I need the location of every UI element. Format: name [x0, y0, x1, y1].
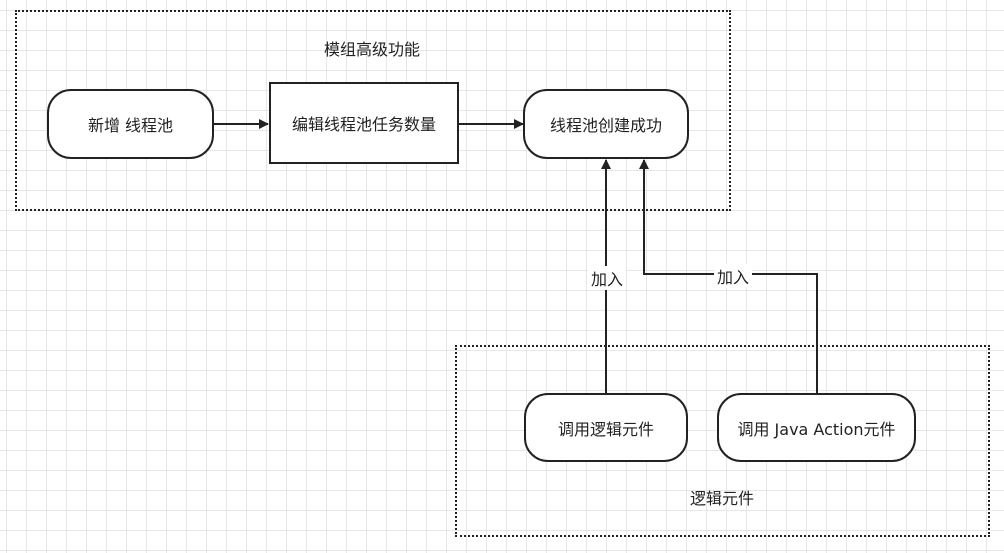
group-advanced-features [15, 10, 731, 211]
group-advanced-features-title: 模组高级功能 [323, 40, 421, 59]
node-pool-created-success[interactable]: 线程池创建成功 [523, 89, 689, 159]
group-logic-components [455, 345, 990, 537]
node-edit-pool-task-count[interactable]: 编辑线程池任务数量 [269, 82, 459, 164]
node-call-java-action-component[interactable]: 调用 Java Action元件 [717, 393, 916, 462]
node-call-logic-component[interactable]: 调用逻辑元件 [524, 393, 688, 462]
node-new-thread-pool[interactable]: 新增 线程池 [47, 89, 214, 159]
edge-label-join-left: 加入 [587, 266, 627, 290]
group-logic-components-title: 逻辑元件 [689, 489, 755, 508]
edge-label-join-right: 加入 [713, 264, 753, 288]
